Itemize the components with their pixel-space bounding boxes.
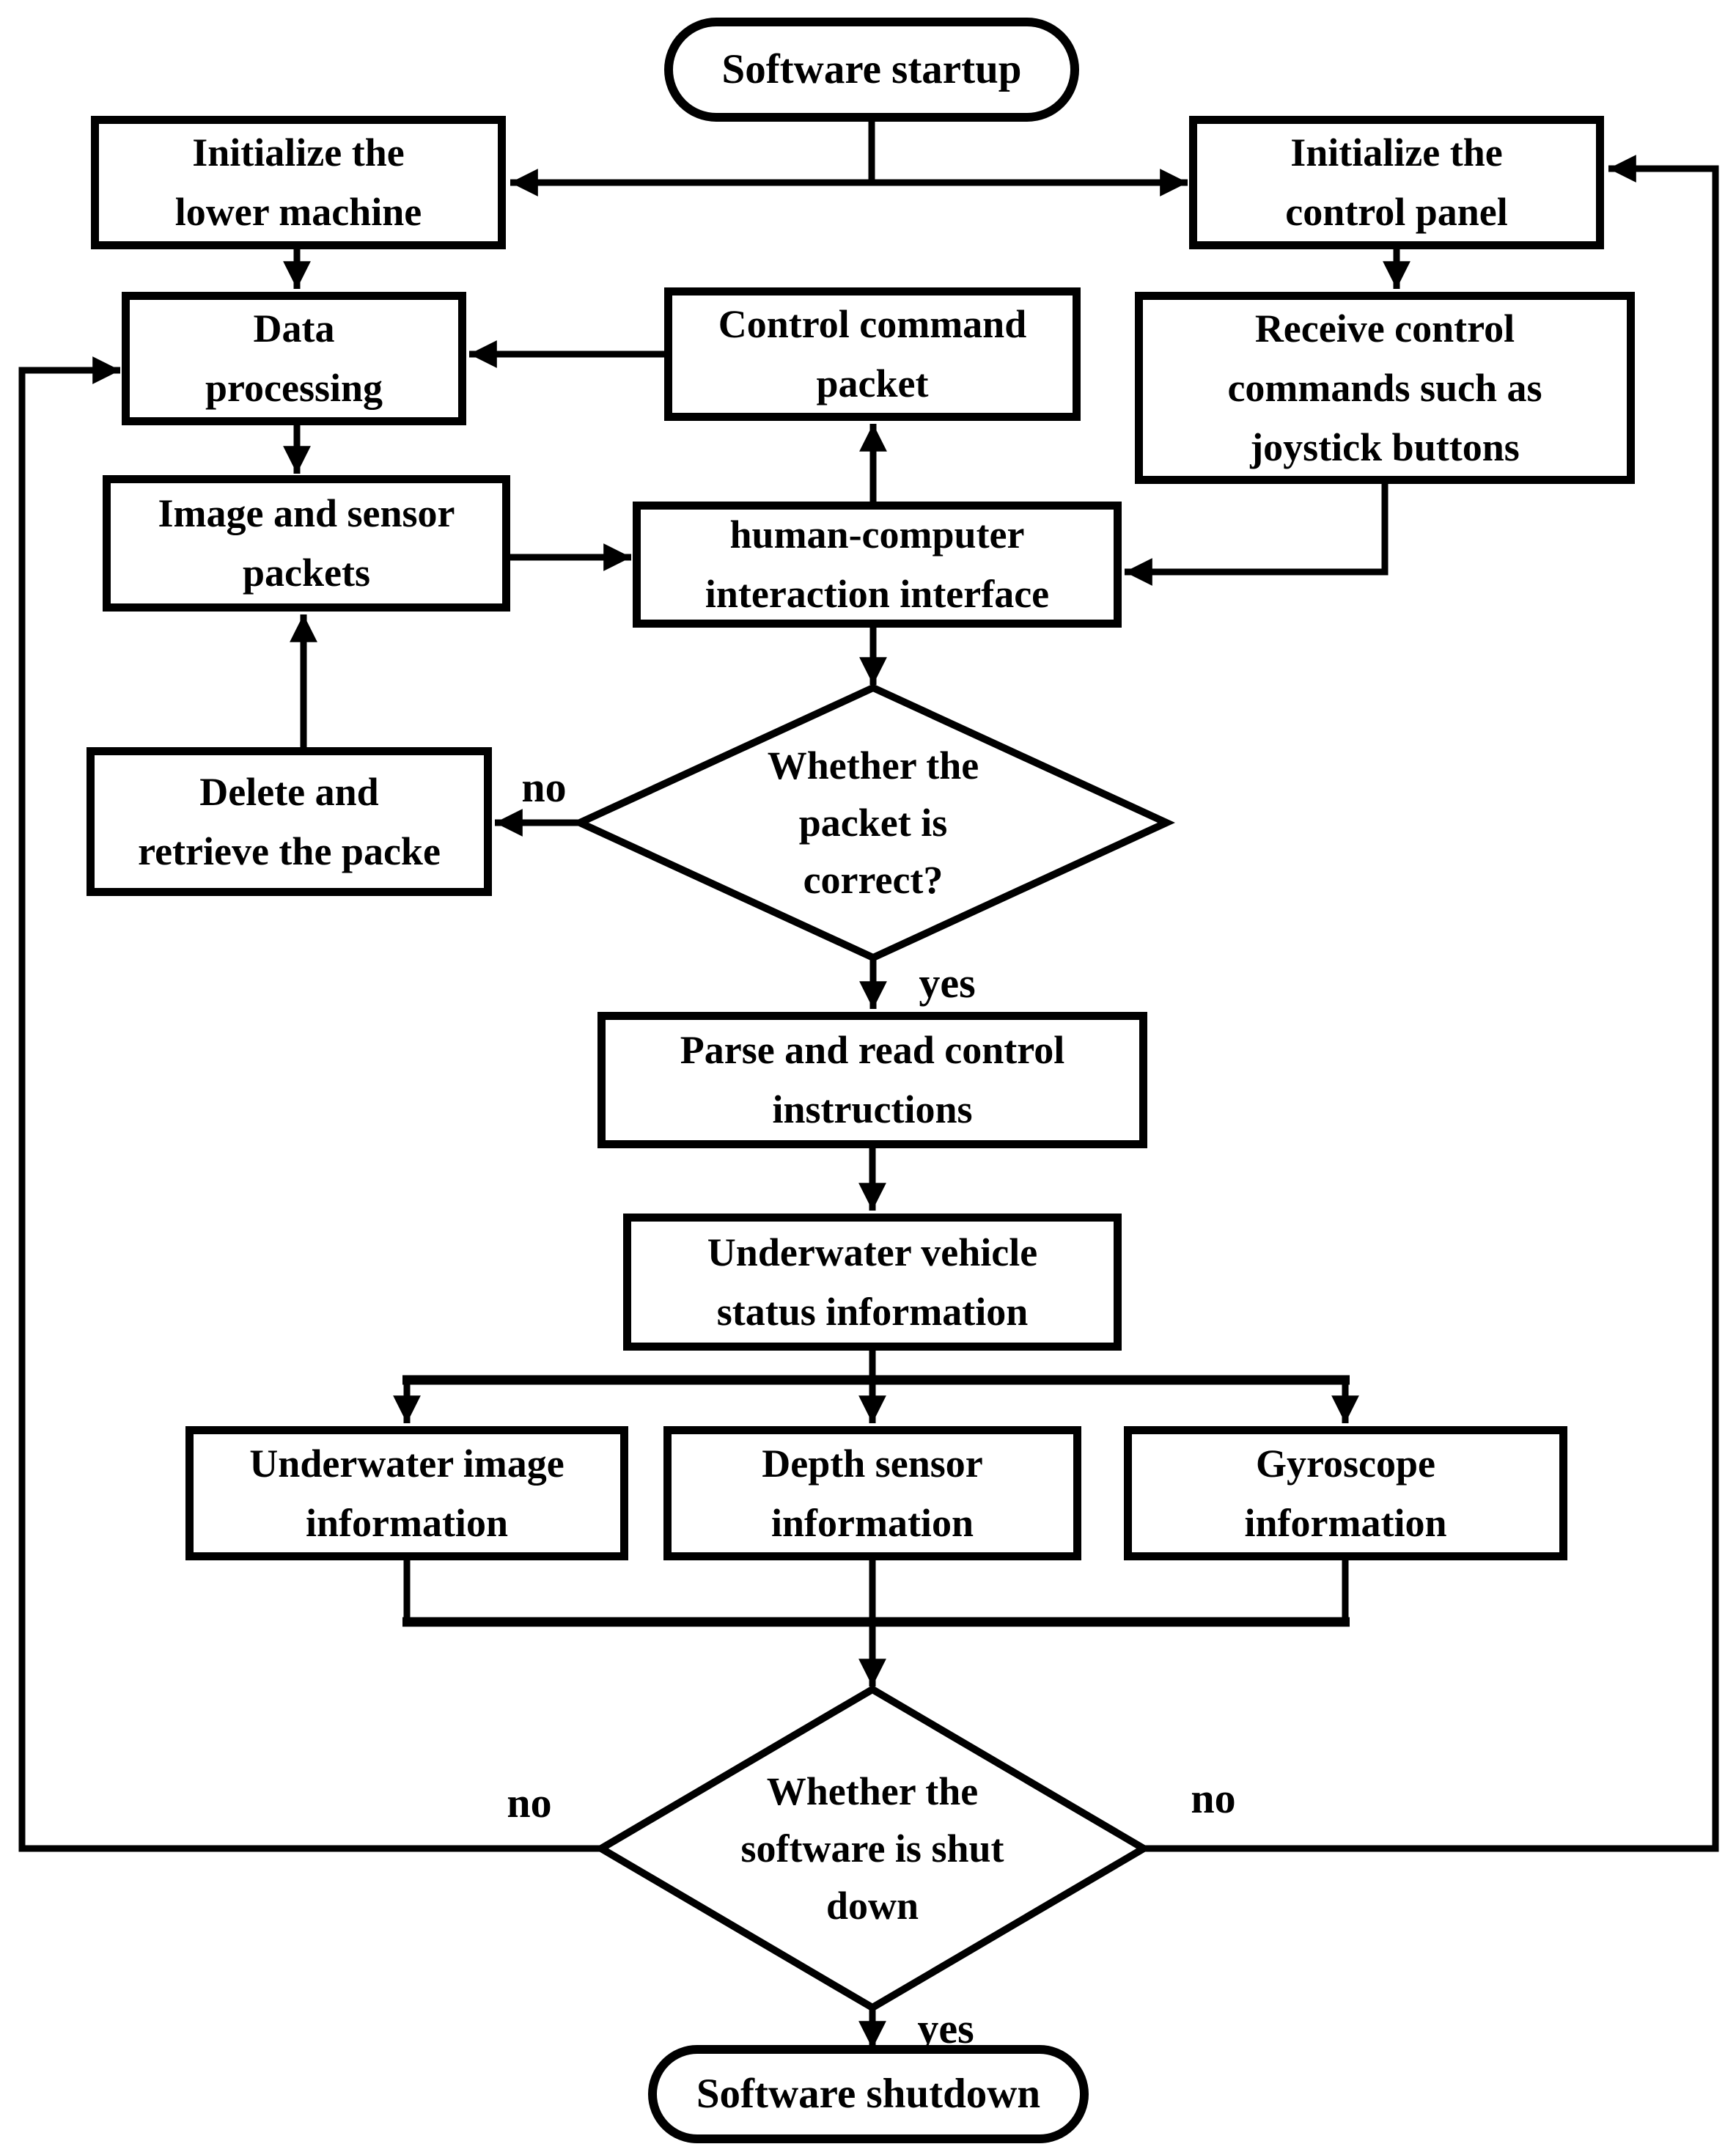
edge-receive-to-hci (1125, 484, 1389, 586)
node-depth-sensor-info-label: Depth sensor information (762, 1441, 983, 1545)
node-initialize-control-panel: Initialize the control panel (1189, 116, 1604, 249)
decision-packet-correct-shape (571, 683, 1175, 962)
node-data-processing-label: Data processing (205, 306, 383, 410)
node-initialize-lower-machine: Initialize the lower machine (91, 116, 506, 249)
node-parse-instructions: Parse and read control instructions (597, 1012, 1147, 1148)
node-data-processing: Data processing (122, 292, 466, 425)
decision-software-shutdown-shape (594, 1685, 1151, 2012)
label-packet-no: no (521, 763, 567, 811)
node-software-startup: Software startup (664, 18, 1079, 122)
node-initialize-lower-machine-label: Initialize the lower machine (174, 131, 422, 234)
node-receive-control-commands: Receive control commands such as joystic… (1135, 292, 1635, 484)
node-underwater-image-info: Underwater image information (185, 1426, 628, 1560)
node-underwater-image-info-label: Underwater image information (249, 1441, 564, 1545)
node-software-shutdown-label: Software shutdown (696, 2071, 1041, 2118)
node-vehicle-status: Underwater vehicle status information (623, 1214, 1122, 1351)
node-image-sensor-packets-label: Image and sensor packets (158, 491, 455, 595)
edge-shutdown-no-right-loop (1144, 155, 1719, 1852)
node-initialize-control-panel-label: Initialize the control panel (1285, 131, 1508, 234)
node-receive-control-commands-label: Receive control commands such as joystic… (1227, 306, 1542, 469)
decision-software-shutdown-label: Whether the software is shut down (740, 1769, 1004, 1928)
node-human-computer-interface-label: human-computer interaction interface (705, 513, 1050, 616)
label-shutdown-no-right: no (1191, 1774, 1236, 1822)
node-control-command-packet-label: Control command packet (718, 302, 1027, 405)
node-software-startup-label: Software startup (721, 46, 1022, 93)
node-image-sensor-packets: Image and sensor packets (103, 475, 510, 612)
label-shutdown-no-left: no (507, 1778, 552, 1827)
node-control-command-packet: Control command packet (664, 287, 1081, 421)
label-packet-yes: yes (919, 958, 976, 1007)
node-vehicle-status-label: Underwater vehicle status information (707, 1230, 1038, 1334)
decision-packet-correct-label: Whether the packet is correct? (767, 743, 979, 903)
node-delete-retrieve-packet-label: Delete and retrieve the packe (138, 769, 441, 873)
node-parse-instructions-label: Parse and read control instructions (680, 1028, 1065, 1131)
node-gyroscope-info: Gyroscope information (1124, 1426, 1567, 1560)
node-software-shutdown: Software shutdown (648, 2045, 1089, 2143)
edge-shutdown-no-left-loop (18, 356, 601, 1852)
node-delete-retrieve-packet: Delete and retrieve the packe (87, 747, 492, 896)
label-shutdown-yes: yes (917, 2004, 974, 2052)
node-human-computer-interface: human-computer interaction interface (633, 502, 1122, 628)
node-gyroscope-info-label: Gyroscope information (1244, 1441, 1447, 1545)
node-depth-sensor-info: Depth sensor information (663, 1426, 1081, 1560)
